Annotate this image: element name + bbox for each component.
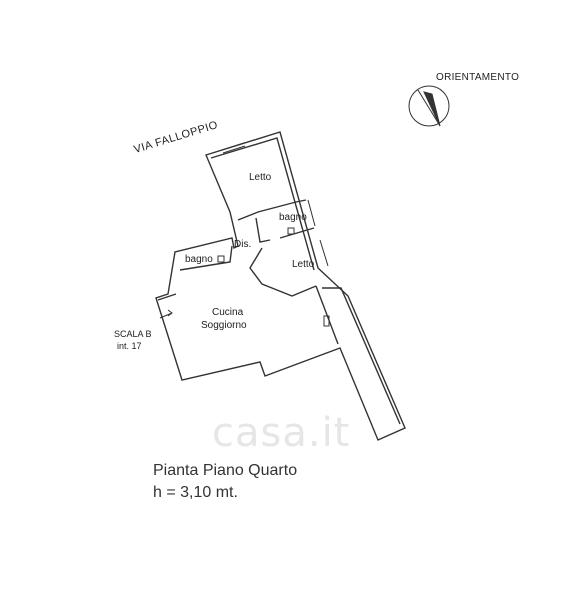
apartment-outline <box>155 131 406 441</box>
room-soggiorno: Soggiorno <box>201 320 247 331</box>
plan-height: h = 3,10 mt. <box>153 484 238 501</box>
bagno-right-wall <box>255 217 271 243</box>
room-letto-top: Letto <box>249 172 272 183</box>
watermark: casa.it <box>212 410 351 456</box>
window-top <box>221 142 245 151</box>
room-letto-right: Letto <box>292 259 315 270</box>
bagno-right-bottom <box>279 227 315 239</box>
entrance-interno: int. 17 <box>117 341 142 351</box>
window-top-inner <box>222 145 246 154</box>
room-bagno-left: bagno <box>185 254 213 265</box>
balcony-inner-line <box>322 287 401 425</box>
letto-top-wall <box>237 199 307 221</box>
kitchen-right-wall <box>315 285 339 345</box>
room-bagno-right: bagno <box>279 212 307 223</box>
window-right-b <box>319 239 329 267</box>
fixture-kitchen <box>323 315 330 327</box>
orientation-label: ORIENTAMENTO <box>436 72 520 83</box>
plan-title: Pianta Piano Quarto <box>153 462 298 479</box>
compass-icon <box>408 85 450 127</box>
letto-right-wall <box>249 247 317 297</box>
entrance-arrow-head <box>167 309 173 317</box>
room-dis: Dis. <box>234 239 252 250</box>
entrance-scala: SCALA B <box>114 329 152 339</box>
kitchen-wall <box>157 293 177 301</box>
bagno-left-wall <box>179 245 233 271</box>
wall-inner-line <box>210 137 315 271</box>
entrance-arrow <box>159 312 173 319</box>
room-cucina: Cucina <box>212 307 244 318</box>
fixture-bagno-right <box>287 227 295 235</box>
fixture-bagno-left <box>217 255 225 263</box>
window-right <box>307 199 316 227</box>
